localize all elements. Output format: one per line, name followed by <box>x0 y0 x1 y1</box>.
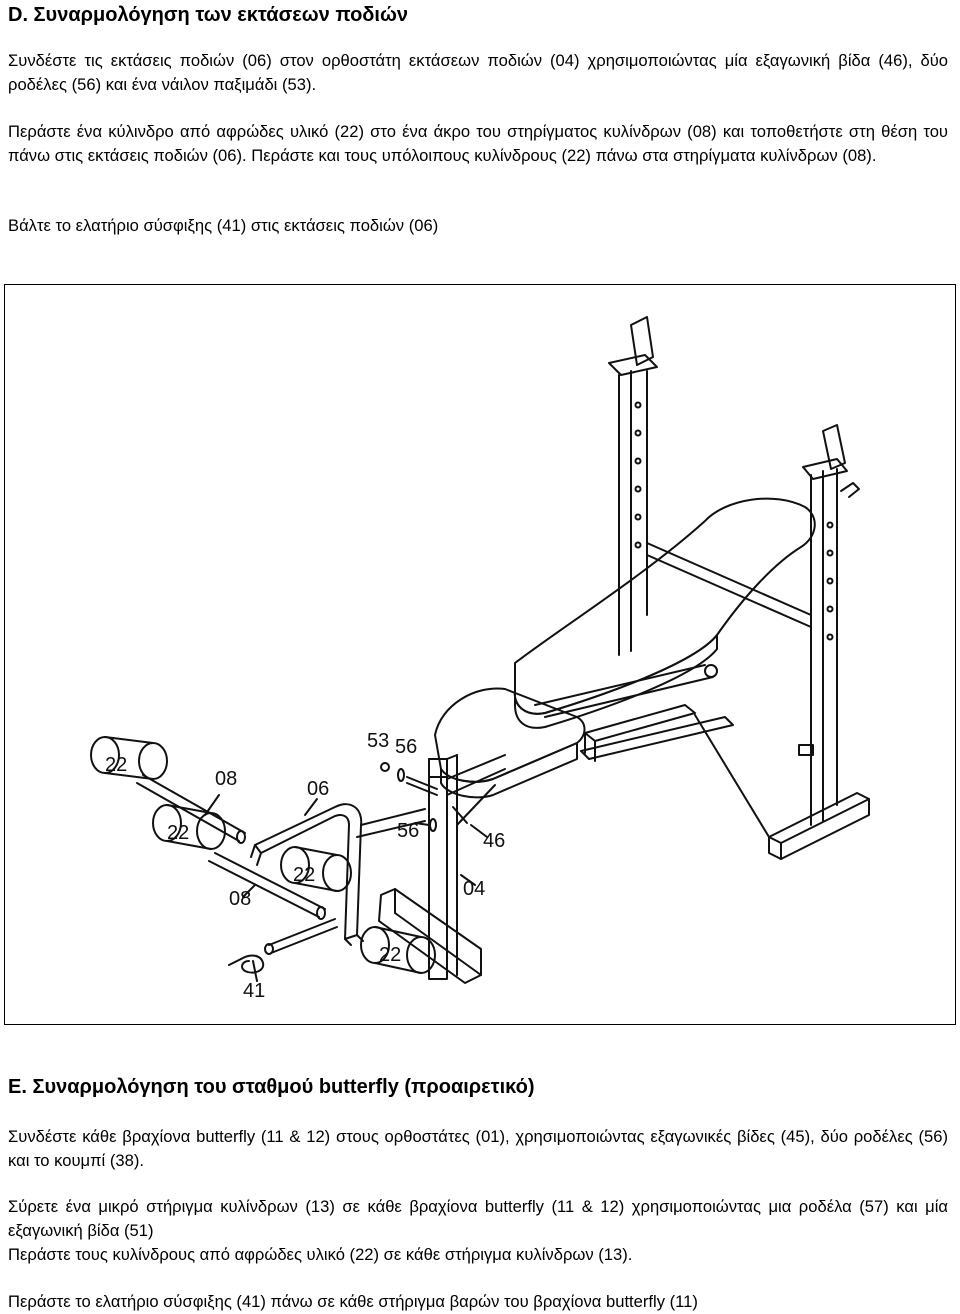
right-upright <box>798 424 860 826</box>
section-d-paragraph-3: Βάλτε το ελατήριο σύσφιξης (41) στις εκτ… <box>8 216 439 235</box>
label-56-a: 56 <box>395 736 417 758</box>
section-e-paragraph-3: Περάστε τους κυλίνδρους από αφρώδες υλικ… <box>8 1245 633 1264</box>
roller-bar-08-top <box>136 774 246 844</box>
label-22-c: 22 <box>293 864 315 886</box>
foam-roller-22-d <box>360 926 436 974</box>
label-08-b: 08 <box>229 888 251 910</box>
section-d-paragraph-1: Συνδέστε τις εκτάσεις ποδιών (06) στον ο… <box>8 51 948 94</box>
left-upright <box>608 316 658 656</box>
section-e-paragraph-2: Σύρετε ένα μικρό στήριγμα κυλίνδρων (13)… <box>8 1197 948 1240</box>
label-41: 41 <box>243 980 265 1002</box>
leg-extension-06 <box>250 803 426 946</box>
roller-bar-08-bottom <box>208 852 326 920</box>
section-e-paragraph-1: Συνδέστε κάθε βραχίονα butterfly (11 & 1… <box>8 1127 948 1170</box>
label-53: 53 <box>367 730 389 752</box>
washer-56-a <box>397 768 405 782</box>
foam-roller-22-b <box>152 804 226 850</box>
label-22-b: 22 <box>167 822 189 844</box>
bench-assembly-diagram: 22 08 06 22 22 08 41 53 56 56 46 04 22 <box>90 316 870 1002</box>
section-d-title: D. Συναρμολόγηση των εκτάσεων ποδιών <box>8 4 409 26</box>
foam-roller-22-c <box>280 846 352 892</box>
label-22-d: 22 <box>379 944 401 966</box>
label-56-b: 56 <box>397 820 419 842</box>
label-04: 04 <box>463 878 485 900</box>
backrest-pad <box>513 497 816 729</box>
spring-clip-41 <box>240 954 265 974</box>
section-e-title: E. Συναρμολόγηση του σταθμού butterfly (… <box>8 1076 535 1098</box>
label-08-a: 08 <box>215 768 237 790</box>
washer-56-b <box>429 818 437 832</box>
label-06: 06 <box>307 778 329 800</box>
hex-bolt-46 <box>452 806 468 824</box>
section-e-paragraph-4: Περάστε το ελατήριο σύσφιξης (41) πάνω σ… <box>8 1292 698 1311</box>
label-46: 46 <box>483 830 505 852</box>
assembly-diagram-frame: 22 08 06 22 22 08 41 53 56 56 46 04 22 <box>4 284 956 1025</box>
nylon-nut-53 <box>380 762 390 772</box>
section-d-paragraph-2: Περάστε ένα κύλινδρο από αφρώδες υλικό (… <box>8 122 948 165</box>
foam-roller-22-a <box>90 736 168 780</box>
label-22-a: 22 <box>105 754 127 776</box>
